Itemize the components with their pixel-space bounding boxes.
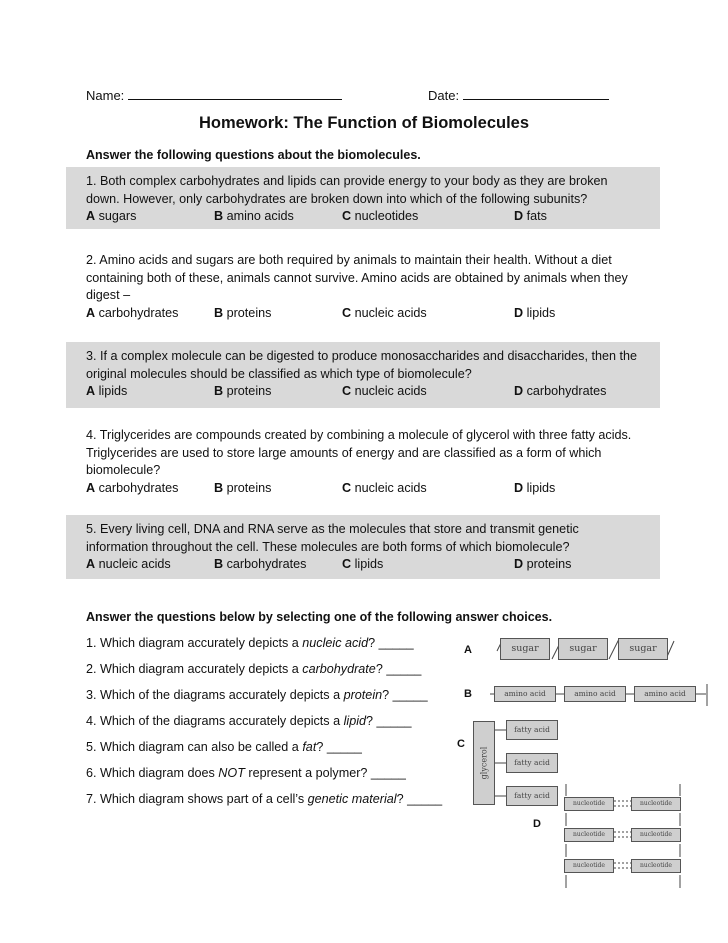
question-text: 2. Amino acids and sugars are both requi… <box>86 253 628 302</box>
diagram-a-label: A <box>464 644 472 656</box>
instructions-part1: Answer the following questions about the… <box>86 148 421 162</box>
answer-choices: A carbohydrates B proteins C nucleic aci… <box>86 480 640 497</box>
name-blank[interactable] <box>128 87 343 100</box>
glycerol-backbone: glycerol <box>473 721 495 805</box>
choice-d[interactable]: D carbohydrates <box>514 384 607 398</box>
fatty-acid-unit: fatty acid <box>506 753 558 773</box>
diagram-b-label: B <box>464 688 472 700</box>
choice-c[interactable]: C nucleic acids <box>342 480 427 495</box>
question-block-2: 2. Amino acids and sugars are both requi… <box>66 246 660 326</box>
fatty-acid-unit: fatty acid <box>506 786 558 806</box>
question-text: 5. Every living cell, DNA and RNA serve … <box>86 522 579 554</box>
choice-b[interactable]: B proteins <box>214 384 272 398</box>
choice-b[interactable]: B proteins <box>214 480 272 495</box>
amino-acid-unit: amino acid <box>494 686 556 702</box>
short-question-2[interactable]: 2. Which diagram accurately depicts a ca… <box>86 662 422 676</box>
date-label: Date: <box>428 88 460 103</box>
sugar-unit: sugar <box>558 638 608 660</box>
date-blank[interactable] <box>463 87 610 100</box>
nucleotide-unit: nucleotide <box>631 797 681 811</box>
short-question-4[interactable]: 4. Which of the diagrams accurately depi… <box>86 714 412 728</box>
nucleotide-unit: nucleotide <box>564 859 614 873</box>
sugar-unit: sugar <box>500 638 550 660</box>
choice-d[interactable]: D lipids <box>514 305 556 320</box>
date-field[interactable]: Date: <box>428 87 610 103</box>
choice-c[interactable]: C nucleotides <box>342 209 419 223</box>
choice-d[interactable]: D proteins <box>514 557 572 571</box>
sugar-unit: sugar <box>618 638 668 660</box>
short-question-7[interactable]: 7. Which diagram shows part of a cell’s … <box>86 792 443 806</box>
short-question-3[interactable]: 3. Which of the diagrams accurately depi… <box>86 688 428 702</box>
diagram-d-label: D <box>533 818 541 830</box>
choice-a[interactable]: A carbohydrates <box>86 305 179 320</box>
question-text: 1. Both complex carbohydrates and lipids… <box>86 174 608 206</box>
nucleotide-unit: nucleotide <box>564 828 614 842</box>
nucleotide-unit: nucleotide <box>631 828 681 842</box>
choice-d[interactable]: D fats <box>514 209 547 223</box>
answer-choices: A sugars B amino acids C nucleotides D f… <box>86 208 640 225</box>
answer-choices: A lipids B proteins C nucleic acids D ca… <box>86 383 640 400</box>
question-block-3: 3. If a complex molecule can be digested… <box>66 342 660 408</box>
choice-a[interactable]: A sugars <box>86 209 137 223</box>
fatty-acid-unit: fatty acid <box>506 720 558 740</box>
question-text: 4. Triglycerides are compounds created b… <box>86 428 632 477</box>
nucleotide-unit: nucleotide <box>631 859 681 873</box>
amino-acid-unit: amino acid <box>564 686 626 702</box>
question-block-5: 5. Every living cell, DNA and RNA serve … <box>66 515 660 579</box>
choice-a[interactable]: A carbohydrates <box>86 480 179 495</box>
choice-b[interactable]: B carbohydrates <box>214 557 307 571</box>
choice-d[interactable]: D lipids <box>514 480 556 495</box>
choice-c[interactable]: C nucleic acids <box>342 384 427 398</box>
answer-choices: A carbohydrates B proteins C nucleic aci… <box>86 305 640 322</box>
nucleotide-unit: nucleotide <box>564 797 614 811</box>
short-question-1[interactable]: 1. Which diagram accurately depicts a nu… <box>86 636 414 650</box>
name-field[interactable]: Name: <box>86 87 343 103</box>
page-title: Homework: The Function of Biomolecules <box>198 114 530 132</box>
choice-a[interactable]: A nucleic acids <box>86 557 171 571</box>
choice-c[interactable]: C lipids <box>342 557 384 571</box>
instructions-part2: Answer the questions below by selecting … <box>86 610 553 624</box>
choice-b[interactable]: B proteins <box>214 305 272 320</box>
answer-choices: A nucleic acids B carbohydrates C lipids… <box>86 556 640 573</box>
question-block-1: 1. Both complex carbohydrates and lipids… <box>66 167 660 229</box>
diagram-c-label: C <box>457 738 465 750</box>
short-question-6[interactable]: 6. Which diagram does NOT represent a po… <box>86 766 406 780</box>
choice-c[interactable]: C nucleic acids <box>342 305 427 320</box>
choice-b[interactable]: B amino acids <box>214 209 294 223</box>
amino-acid-unit: amino acid <box>634 686 696 702</box>
question-text: 3. If a complex molecule can be digested… <box>86 349 637 381</box>
choice-a[interactable]: A lipids <box>86 384 128 398</box>
question-block-4: 4. Triglycerides are compounds created b… <box>66 421 660 501</box>
name-label: Name: <box>86 88 125 103</box>
short-question-5[interactable]: 5. Which diagram can also be called a fa… <box>86 740 362 754</box>
